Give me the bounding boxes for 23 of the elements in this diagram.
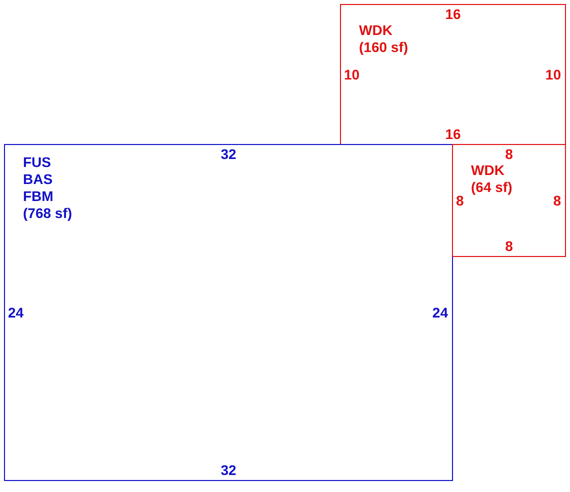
dimension-label: 8 bbox=[505, 239, 513, 254]
dimension-label: 32 bbox=[220, 463, 236, 478]
dimension-label: 32 bbox=[220, 147, 236, 162]
dimension-label: 24 bbox=[8, 305, 24, 320]
floor-area-box bbox=[4, 144, 453, 481]
area-label: (768 sf) bbox=[23, 205, 72, 222]
floor-area-box bbox=[452, 144, 566, 257]
area-label: FUS bbox=[23, 154, 51, 171]
dimension-label: 16 bbox=[445, 127, 461, 142]
area-label: WDK bbox=[471, 162, 504, 179]
area-label: (160 sf) bbox=[359, 39, 408, 56]
dimension-label: 8 bbox=[505, 147, 513, 162]
dimension-label: 16 bbox=[445, 7, 461, 22]
dimension-label: 8 bbox=[553, 193, 561, 208]
area-label: (64 sf) bbox=[471, 179, 512, 196]
area-label: WDK bbox=[359, 22, 392, 39]
floor-area-box bbox=[340, 4, 566, 145]
area-label: FBM bbox=[23, 188, 54, 205]
dimension-label: 10 bbox=[344, 67, 360, 82]
dimension-label: 24 bbox=[432, 305, 448, 320]
dimension-label: 8 bbox=[456, 193, 464, 208]
dimension-label: 10 bbox=[545, 67, 561, 82]
area-label: BAS bbox=[23, 171, 53, 188]
